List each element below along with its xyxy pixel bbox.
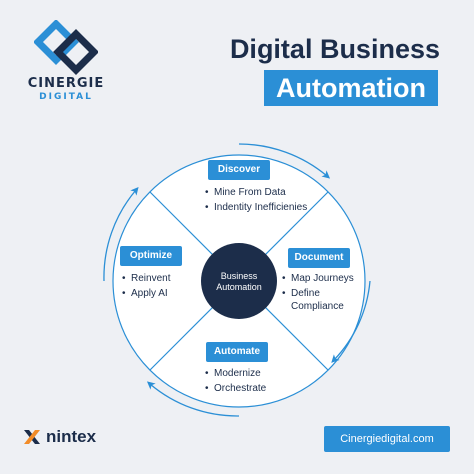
list-item: Indentity Inefficienies [205, 201, 315, 214]
arrow-optimize-to-discover [103, 186, 139, 282]
center-label: Business Automation [216, 271, 262, 292]
page-title-line-2: Automation [264, 70, 438, 106]
list-item: Reinvent [122, 272, 192, 285]
stage-document-items: Map Journeys Define Compliance [282, 272, 372, 315]
partner-name: nintex [46, 427, 97, 446]
interlocking-diamond-logo-icon [34, 20, 98, 75]
list-item: Mine From Data [205, 186, 315, 199]
stage-document-label: Document [288, 248, 350, 268]
list-item: Modernize [205, 367, 305, 380]
center-hub [201, 243, 277, 319]
brand-logo: CINERGIE DIGITAL [22, 20, 110, 102]
brand-name: CINERGIE [27, 76, 105, 91]
list-item: Apply AI [122, 287, 192, 300]
stage-optimize-items: Reinvent Apply AI [122, 272, 192, 302]
brand-subtitle: DIGITAL [39, 92, 93, 102]
stage-optimize-label: Optimize [120, 246, 182, 266]
stage-automate-label: Automate [206, 342, 268, 362]
arrow-automate-to-optimize [146, 381, 240, 417]
stage-discover-items: Mine From Data Indentity Inefficienies [205, 186, 315, 216]
list-item: Define Compliance [282, 287, 372, 313]
website-link[interactable]: Cinergiedigital.com [324, 426, 450, 452]
list-item: Orchestrate [205, 382, 305, 395]
page-title-line-1: Digital Business [229, 34, 440, 64]
nintex-x-logo-icon [24, 430, 40, 444]
list-item: Map Journeys [282, 272, 372, 285]
arrow-discover-to-document [238, 143, 331, 179]
stage-automate-items: Modernize Orchestrate [205, 367, 305, 397]
stage-discover-label: Discover [208, 160, 270, 180]
